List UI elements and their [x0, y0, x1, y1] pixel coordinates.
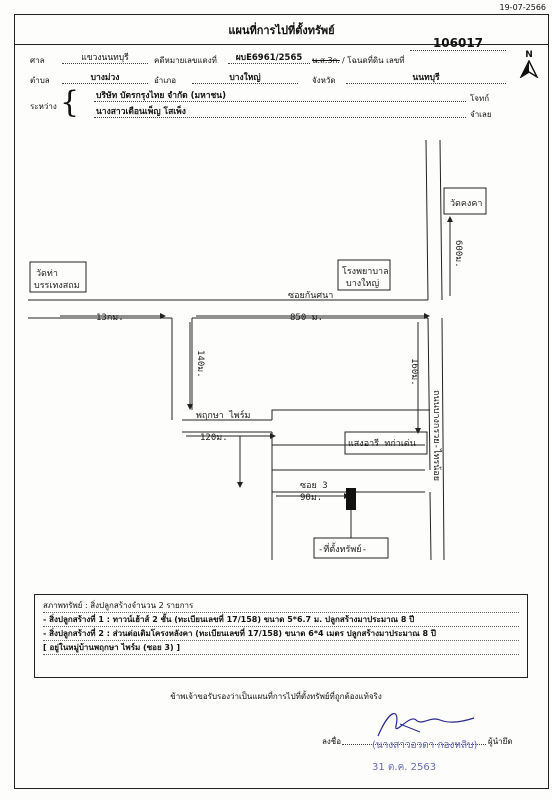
map-sheet: แผนที่การไปที่ตั้งทรัพย์	[14, 14, 549, 789]
defendant-label: จำเลย	[470, 110, 492, 119]
case-label: คดีหมายเลขแดงที่	[154, 56, 217, 65]
province-label: จังหวัด	[312, 76, 336, 85]
brace-symbol: {	[60, 85, 80, 120]
print-date: 19-07-2566	[499, 3, 547, 12]
status-blank	[43, 655, 519, 669]
road-connector	[171, 318, 193, 420]
wat-tha-box	[29, 261, 87, 293]
deed-old-label: น.ส.3ก.	[312, 56, 340, 65]
label-wat-tha: วัดท่า	[36, 269, 58, 279]
district-value: บางใหญ่	[192, 72, 298, 84]
road-main-right-edge	[439, 139, 445, 561]
north-arrow: N	[519, 50, 539, 82]
label-village: พฤกษา ไพร์ม	[196, 409, 251, 421]
status-item-1: - สิ่งปลูกสร้างที่ 1 : ทาวน์เฮ้าส์ 2 ชั้…	[43, 613, 519, 627]
signature-image	[377, 713, 475, 737]
property-marker	[346, 488, 356, 510]
label-road-bangkruai: ถนนบางกรวย-ไทรน้อย	[431, 390, 442, 481]
label-140: 140ม.	[195, 350, 205, 378]
page-title: แผนที่การไปที่ตั้งทรัพย์	[15, 15, 548, 45]
between-label: ระหว่าง	[30, 102, 57, 111]
road-inner	[272, 444, 425, 493]
sign-role: ผู้นำยึด	[488, 737, 513, 746]
label-property: -ที่ตั้งทรัพย์-	[318, 542, 367, 555]
deed-label: / โฉนดที่ดิน เลขที่	[342, 56, 405, 65]
label-120: 120ม.	[200, 433, 228, 443]
shop-box	[344, 431, 428, 455]
deed-number: 106017	[410, 36, 506, 51]
hospital-box	[337, 259, 391, 291]
stamp-date: 31 ต.ค. 2563	[372, 762, 437, 773]
status-item-2: - สิ่งปลูกสร้างที่ 2 : ส่วนต่อเติมโครงหล…	[43, 627, 519, 641]
court-value: แขวงนนทบุรี	[62, 52, 148, 64]
label-soi3: ซอย 3	[300, 481, 328, 491]
subdistrict-value: บางม่วง	[62, 72, 148, 84]
court-label: ศาล	[30, 56, 45, 65]
label-hospital: โรงพยาบาล	[342, 266, 389, 277]
label-wat-khongkha: วัดคงคา	[450, 199, 482, 209]
subdistrict-label: ตำบล	[30, 76, 50, 85]
label-90: 90ม.	[300, 493, 322, 503]
plaintiff-label: โจทก์	[470, 94, 490, 103]
province-value: นนทบุรี	[346, 72, 506, 84]
label-soi-kanchana: ซอยกันศนา	[288, 291, 333, 301]
road-main-left-edge	[425, 139, 432, 561]
label-shop: แสงอารี ทก่าเด่น	[348, 438, 416, 449]
label-850: 850 ม.	[290, 313, 323, 323]
label-600: 600ม.	[453, 240, 463, 268]
property-status-box: สภาพทรัพย์ : สิ่งปลูกสร้างจำนวน 2 รายการ…	[34, 594, 528, 678]
defendant-value: นางสาวเดือนเพ็ญ โสเพ็ง	[94, 106, 466, 118]
label-13km: 13กม.	[96, 313, 124, 323]
stamp-name: (นางสาวอวดา กองหลิบ)	[372, 740, 478, 751]
signature-line	[342, 744, 486, 745]
north-label: N	[525, 50, 533, 60]
district-label: อำเภอ	[154, 76, 177, 85]
status-location: [ อยู่ในหมู่บ้านพฤกษา ไพร์ม (ซอย 3) ]	[43, 641, 519, 655]
wat-khongkha-box	[443, 187, 487, 215]
label-wat-tha-2: บรรเทงสถม	[34, 281, 80, 291]
plaintiff-value: บริษัท บัตรกรุงไทย จำกัด (มหาชน)	[94, 90, 466, 102]
certify-text: ข้าพเจ้าขอรับรองว่าเป็นแผนที่การไปที่ตั้…	[170, 692, 382, 701]
sign-label: ลงชื่อ	[322, 737, 342, 746]
case-value: ผบE6961/2565	[228, 52, 310, 64]
north-arrow-icon	[519, 59, 539, 79]
label-160: 160ม.	[409, 358, 419, 386]
road-village	[182, 409, 430, 560]
label-hospital-2: บางใหญ่	[346, 278, 379, 289]
status-heading: สภาพทรัพย์ : สิ่งปลูกสร้างจำนวน 2 รายการ	[43, 599, 519, 613]
